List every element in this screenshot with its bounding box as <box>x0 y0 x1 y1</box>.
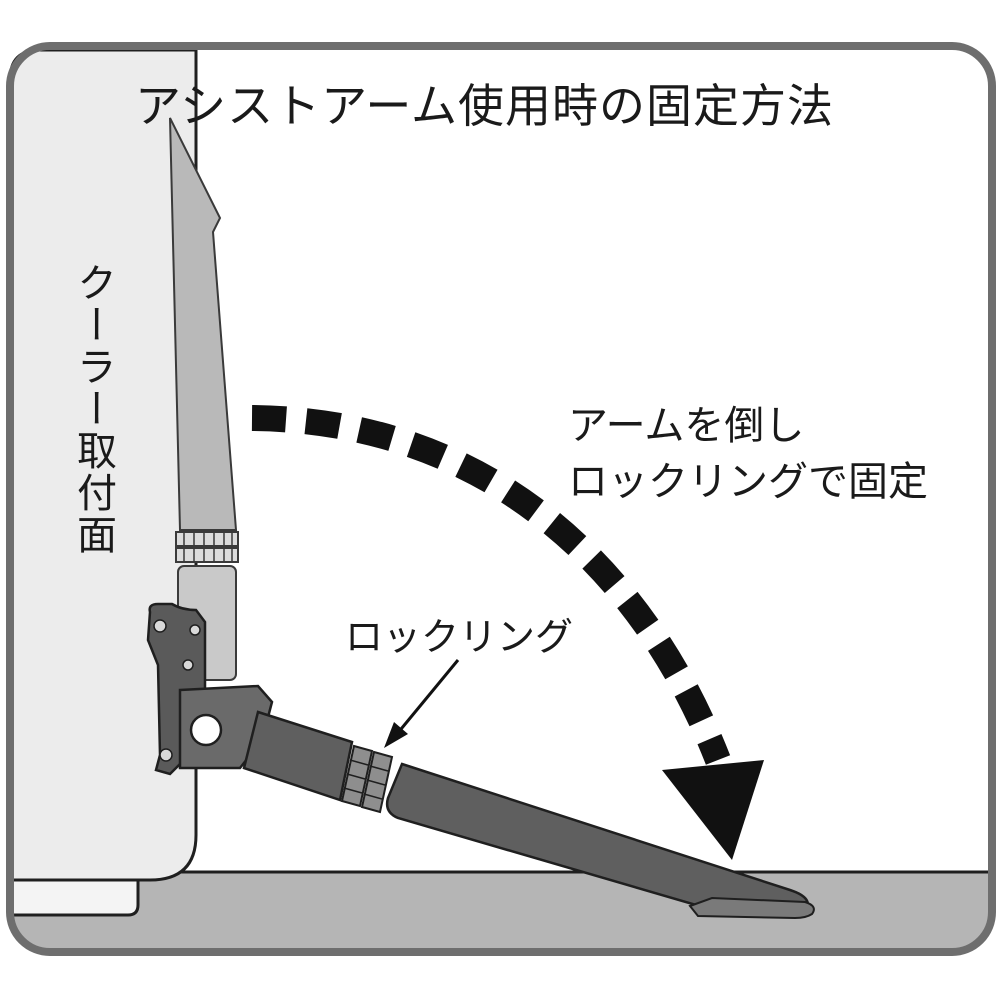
instruction-line-2: ロックリングで固定 <box>568 459 928 505</box>
lock-ring-label: ロックリング <box>345 615 574 659</box>
ground-surface <box>9 871 993 953</box>
lock-ring <box>340 744 394 814</box>
arm-upright <box>169 117 238 531</box>
bracket-hole-mid <box>182 659 194 671</box>
arm-folded-inner <box>242 710 354 802</box>
fold-arrow-head <box>662 760 764 860</box>
arm-foot-tip <box>688 896 815 920</box>
mount-surface-label: クーラー取付面 <box>70 262 116 556</box>
arm-upright-lock-ring <box>175 531 239 563</box>
instruction-text: アームを倒し ロックリングで固定 <box>568 398 928 510</box>
instruction-line-1: アームを倒し <box>568 403 805 449</box>
lock-ring-leader-line <box>390 659 460 741</box>
bracket-hole-top <box>153 619 167 633</box>
cooler-base <box>8 878 140 917</box>
mount-bracket <box>146 602 207 776</box>
frame-border <box>6 42 996 956</box>
hinge-pin-hole <box>189 713 223 747</box>
bracket-hole-upper-right <box>189 624 201 636</box>
bracket-hole-bottom <box>159 748 173 762</box>
diagram-title: アシストアーム使用時の固定方法 <box>135 79 835 133</box>
lock-ring-leader-arrowhead <box>384 722 408 748</box>
